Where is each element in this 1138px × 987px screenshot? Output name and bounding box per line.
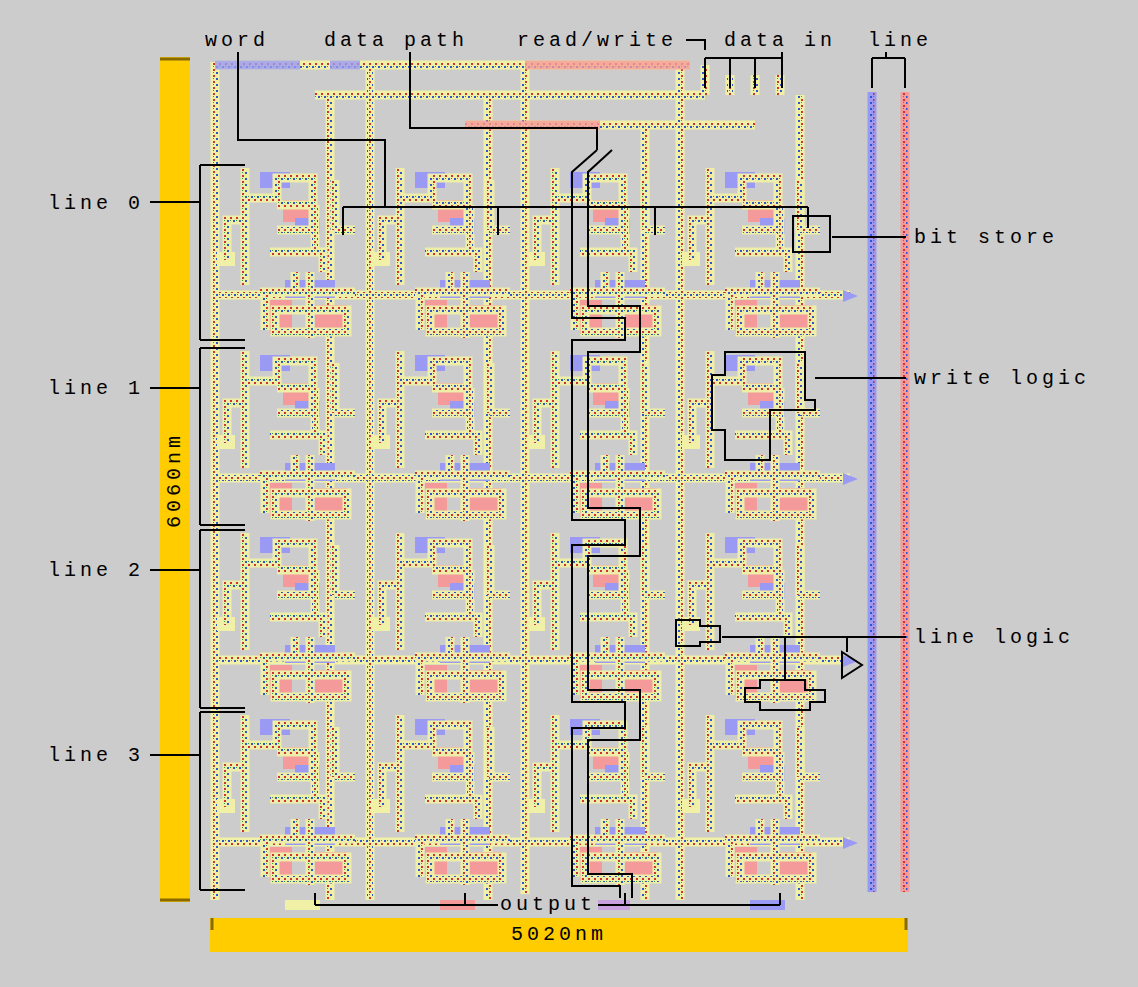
title-label: word (203, 30, 271, 52)
dimension-bar (160, 57, 190, 902)
region-outlines (676, 216, 862, 710)
dimension-label: 5020nm (509, 924, 609, 946)
title-label: data path (322, 30, 470, 52)
wire-rails (215, 62, 850, 900)
title-label: line (866, 30, 934, 52)
line-rails (843, 92, 905, 892)
callout-label: bit store (912, 227, 1060, 249)
line-label: line 1 (46, 378, 146, 400)
memory-cells (217, 168, 820, 885)
line-label: line 3 (46, 745, 146, 767)
callout-label: line logic (912, 627, 1076, 649)
data-path-outline (572, 150, 640, 898)
dimension-bar (210, 918, 908, 952)
title-label: read/write (515, 30, 679, 52)
dimension-label: 6060nm (164, 430, 186, 530)
line-label: line 2 (46, 560, 146, 582)
callout-label: output (498, 894, 598, 916)
leader-lines (150, 40, 906, 905)
callout-label: write logic (912, 368, 1092, 390)
line-label: line 0 (46, 193, 146, 215)
title-label: data in (722, 30, 838, 52)
